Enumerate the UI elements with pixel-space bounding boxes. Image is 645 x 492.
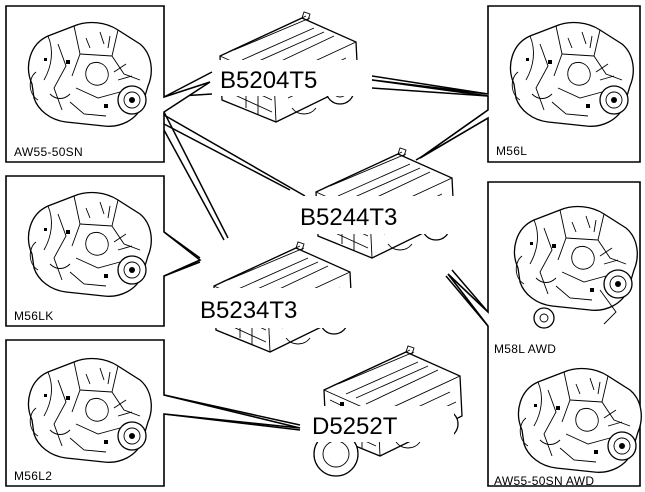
transmission-box-m56l2: M56L2 <box>5 339 301 487</box>
transmission-group-awd: M58L AWD AW55-50SN AWD <box>447 181 642 488</box>
transmission-m58l-awd: M58L AWD <box>494 205 638 356</box>
engine-label: B5244T3 <box>300 204 397 231</box>
engine-label: B5204T5 <box>220 67 317 94</box>
transmission-label: AW55-50SN AWD <box>494 474 594 488</box>
engine-d5252t: D5252T <box>304 345 463 477</box>
transmission-label: M56L <box>496 144 527 158</box>
transmission-label: M56LK <box>14 309 54 323</box>
transmission-aw55-50sn-awd: AW55-50SN AWD <box>494 367 642 488</box>
engine-label: D5252T <box>312 413 398 440</box>
engine-label: B5234T3 <box>200 297 297 324</box>
engine-b5234t3: B5234T3 <box>190 241 358 353</box>
transmission-label: M58L AWD <box>494 342 556 356</box>
engine-b5244t3: B5244T3 <box>294 147 466 259</box>
transmission-label: AW55-50SN <box>14 145 83 159</box>
transmission-box-m56l: M56L <box>371 5 641 163</box>
transmission-box-aw55-50sn: AW55-50SN <box>5 5 211 163</box>
transmission-label: M56L2 <box>14 469 52 483</box>
transmission-box-m56lk: M56LK <box>5 175 202 327</box>
engine-b5204t5: B5204T5 <box>216 11 372 123</box>
